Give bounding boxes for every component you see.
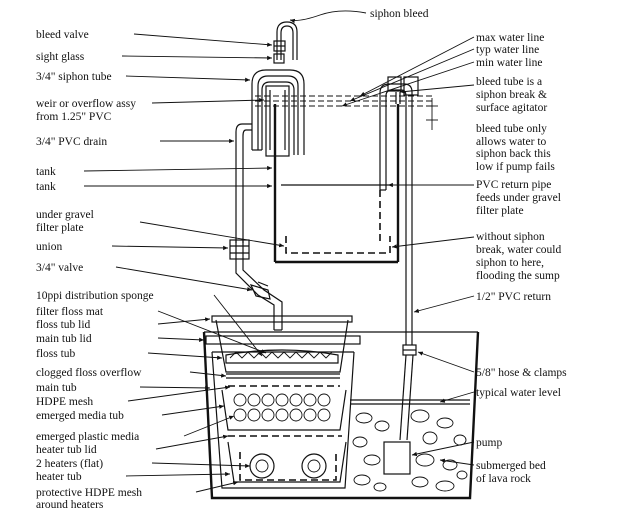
clogged-floss-overflow [226, 373, 340, 379]
label-pvc-return: 1/2" PVC return [476, 291, 551, 303]
main-tub-lid [205, 335, 361, 345]
label-return-pipe-3: filter plate [476, 205, 524, 217]
label-min-water-line: min water line [476, 57, 542, 69]
pvc-return-pipe [379, 76, 419, 345]
label-tank: tank [36, 166, 56, 178]
pump [383, 441, 411, 475]
drain-lower-pipe [235, 259, 283, 331]
label-protective-mesh-2: around heaters [36, 499, 104, 511]
label-bleed-only-1: bleed tube only [476, 123, 547, 135]
label-distribution-sponge: 10ppi distribution sponge [36, 290, 154, 302]
sump-bin [202, 331, 480, 500]
label-filter-plate: filter plate [36, 222, 84, 234]
tank [273, 104, 400, 264]
label-bleed-tube-1: bleed tube is a [476, 76, 542, 88]
label-without-siphon-4: flooding the sump [476, 270, 560, 282]
label-bleed-tube-2: siphon break & [476, 89, 547, 101]
leader-lines [83, 10, 475, 493]
label-typical-water-level: typical water level [476, 387, 561, 399]
label-hose-clamps: 5/8" hose & clamps [476, 367, 567, 379]
label-without-siphon-1: without siphon [476, 231, 545, 243]
label-clogged-floss-overflow: clogged floss overflow [36, 367, 142, 379]
label-floss-tub-lid: floss tub lid [36, 319, 91, 331]
label-return-pipe-2: feeds under gravel [476, 192, 561, 204]
label-siphon-tube: 3/4" siphon tube [36, 71, 112, 83]
label-hdpe-mesh: HDPE mesh [36, 396, 93, 408]
label-valve: 3/4" valve [36, 262, 83, 274]
label-siphon-bleed: siphon bleed [370, 8, 429, 20]
label-bleed-only-3: siphon back this [476, 148, 551, 160]
label-heaters: 2 heaters (flat) [36, 458, 103, 470]
bleed-tube [395, 92, 401, 104]
bleed-valve [273, 40, 286, 52]
label-filter-floss-mat: filter floss mat [36, 306, 104, 318]
filter-floss-mat [229, 351, 333, 359]
floss-tub [215, 319, 349, 373]
label-main-tub: main tub [36, 382, 77, 394]
label-max-water-line: max water line [476, 32, 544, 44]
left-labels: bleed valve sight glass 3/4" siphon tube… [36, 29, 154, 511]
label-bleed-tube-3: surface agitator [476, 102, 547, 114]
pvc-drain [235, 123, 252, 243]
label-weir-overflow-2: from 1.25" PVC [36, 111, 112, 123]
label-return-pipe-1: PVC return pipe [476, 179, 551, 191]
heater-tub [227, 441, 347, 483]
label-heater-tub: heater tub [36, 471, 82, 483]
drain-valve [249, 281, 271, 300]
union [229, 239, 250, 260]
label-pvc-drain: 3/4" PVC drain [36, 136, 107, 148]
label-union: union [36, 241, 62, 253]
label-pump: pump [476, 437, 502, 449]
hose-clamps [399, 344, 417, 441]
emerged-media-tub [221, 389, 347, 431]
emerged-plastic-media [233, 393, 331, 422]
under-gravel-filter-plate [285, 236, 391, 254]
label-main-tub-lid: main tub lid [36, 333, 92, 345]
label-without-siphon-2: break, water could [476, 244, 562, 256]
label-sight-glass: sight glass [36, 51, 85, 63]
label-floss-tub: floss tub [36, 348, 76, 360]
siphon-bleed-tube [276, 21, 298, 60]
label-emerged-plastic-media: emerged plastic media [36, 431, 139, 443]
label-bleed-valve: bleed valve [36, 29, 89, 41]
distribution-sponge [225, 349, 339, 364]
label-typ-water-line: typ water line [476, 44, 539, 56]
label-bleed-only-2: allows water to [476, 136, 547, 148]
label-heater-tub-lid: heater tub lid [36, 444, 97, 456]
right-labels: siphon bleed max water line typ water li… [370, 8, 567, 485]
label-emerged-media-tub: emerged media tub [36, 410, 124, 422]
weir-overflow-assembly [265, 85, 290, 157]
label-tank-2: tank [36, 181, 56, 193]
label-bleed-only-4: low if pump fails [476, 161, 555, 173]
label-lava-rock-1: submerged bed [476, 460, 546, 472]
sight-glass [273, 53, 285, 64]
label-protective-mesh: protective HDPE mesh [36, 487, 142, 499]
lava-rock-bed [352, 409, 468, 492]
heaters [249, 453, 327, 479]
siphon-tube [251, 69, 305, 155]
label-lava-rock-2: of lava rock [476, 473, 531, 485]
floss-tub-lid [211, 315, 353, 323]
label-under-gravel: under gravel [36, 209, 94, 221]
label-weir-overflow: weir or overflow assy [36, 98, 136, 110]
label-without-siphon-3: siphon to here, [476, 257, 544, 269]
sump-water-level [350, 399, 470, 405]
